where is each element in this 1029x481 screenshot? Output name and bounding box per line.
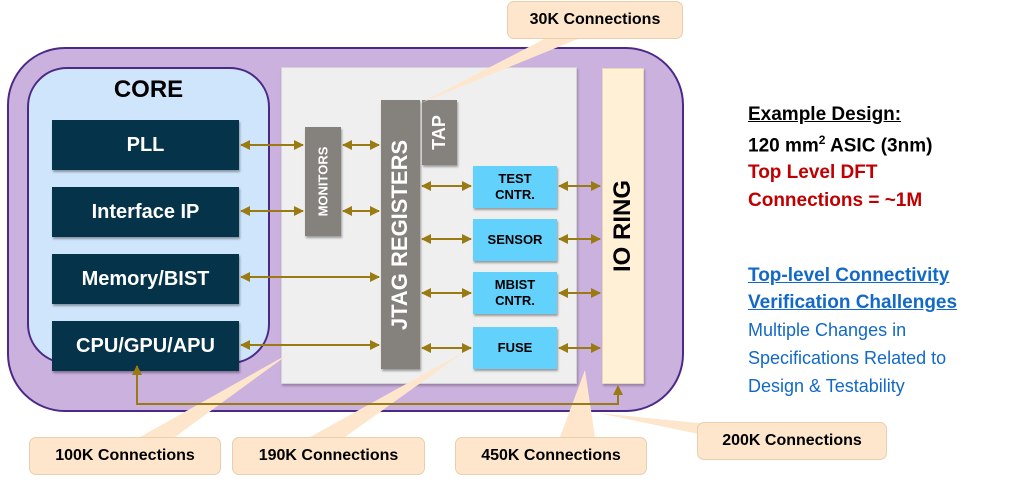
challenge-body-line1: Multiple Changes in xyxy=(748,320,907,340)
callout-100k-connections: 100K Connections xyxy=(29,437,221,475)
challenge-body-line2: Specifications Related to xyxy=(748,348,947,368)
io-ring-block: IO RING xyxy=(602,68,644,384)
test-controller-line1: TEST xyxy=(498,171,532,186)
mbist-controller-line2: CNTR. xyxy=(495,293,535,308)
test-controller-block: TEST CNTR. xyxy=(473,166,557,208)
asic-spec-prefix: 120 mm xyxy=(748,135,819,157)
callout-450k-connections: 450K Connections xyxy=(455,437,647,475)
callout-190k-connections: 190K Connections xyxy=(232,437,425,475)
callout-pointer-30k xyxy=(421,36,585,103)
mbist-controller-line1: MBIST xyxy=(494,277,536,292)
asic-spec-sup: 2 xyxy=(818,133,826,147)
callout-pointer-100k xyxy=(140,353,290,437)
core-item-interface-ip: Interface IP xyxy=(52,187,239,237)
asic-spec-suffix: ASIC (3nm) xyxy=(825,135,933,157)
sensor-label: SENSOR xyxy=(487,232,543,247)
arrow-core-io-loop xyxy=(132,365,623,405)
example-design-heading: Example Design: xyxy=(748,104,902,125)
core-item-pll: PLL xyxy=(52,120,239,170)
jtag-registers-block: JTAG REGISTERS xyxy=(381,100,420,369)
challenge-heading-line2: Verification Challenges xyxy=(748,292,958,313)
dft-connections-line1: Top Level DFT xyxy=(748,162,878,183)
monitors-block: MONITORS xyxy=(305,127,341,236)
core-item-cpu-gpu-apu: CPU/GPU/APU xyxy=(52,321,239,371)
dft-connections-line2: Connections = ~1M xyxy=(748,190,923,211)
asic-spec: 120 mm2 ASIC (3nm) xyxy=(748,133,932,157)
tap-block: TAP xyxy=(422,100,457,165)
core-title: CORE xyxy=(113,76,184,103)
callout-200k-connections: 200K Connections xyxy=(697,422,887,460)
fuse-label: FUSE xyxy=(497,340,533,355)
fuse-block: FUSE xyxy=(473,327,557,369)
challenge-heading-line1: Top-level Connectivity xyxy=(748,265,950,286)
callout-pointer-190k xyxy=(310,352,464,437)
callout-30k-connections: 30K Connections xyxy=(507,1,683,39)
challenge-body-line3: Design & Testability xyxy=(748,376,905,396)
core-item-memory-bist: Memory/BIST xyxy=(52,254,239,304)
sensor-block: SENSOR xyxy=(473,219,557,261)
callout-pointer-200k xyxy=(598,413,718,438)
test-controller-line2: CNTR. xyxy=(495,187,535,202)
mbist-controller-block: MBIST CNTR. xyxy=(473,272,557,314)
